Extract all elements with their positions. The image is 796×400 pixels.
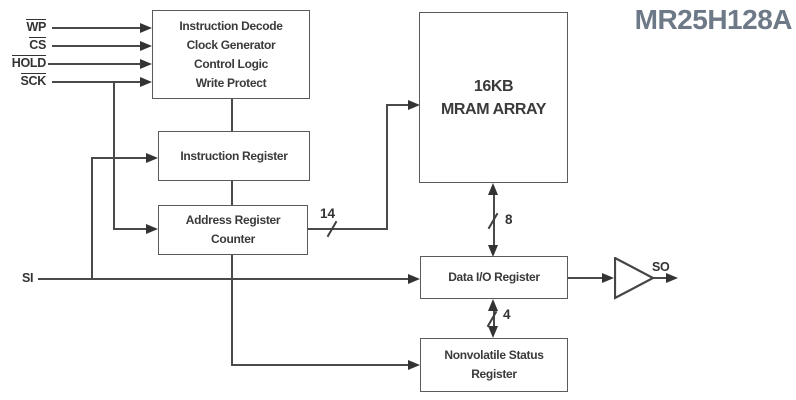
status-bus-down-arrowhead-icon xyxy=(488,326,498,338)
instruction-to-address-wire xyxy=(231,181,233,205)
address-register-input-wire xyxy=(113,228,146,230)
buffer-input-arrowhead-icon xyxy=(602,273,614,283)
sck-arrowhead-icon xyxy=(140,77,152,87)
instruction-register-arrowhead-icon xyxy=(146,153,158,163)
so-wire xyxy=(652,277,667,279)
status-register-input-wire xyxy=(231,364,408,366)
data-bus-width-label: 8 xyxy=(505,212,513,227)
data-io-input-arrowhead-icon xyxy=(408,274,420,284)
control-logic-line-3: Control Logic xyxy=(193,56,269,71)
sck-branch-wire xyxy=(113,82,115,230)
so-arrowhead-icon xyxy=(666,273,678,283)
address-bus-wire-v xyxy=(386,104,388,230)
status-bus-up-arrowhead-icon xyxy=(488,299,498,311)
si-branch-wire xyxy=(91,158,93,280)
mram-array-line-1: 16KB xyxy=(473,77,514,95)
control-logic-line-1: Instruction Decode xyxy=(179,18,283,33)
status-bus-wire xyxy=(493,309,495,329)
address-bus-wire-h xyxy=(308,228,388,230)
signal-label-cs: CS xyxy=(0,37,46,52)
hold-wire xyxy=(48,63,141,65)
address-register-arrowhead-icon xyxy=(146,224,158,234)
mram-array-block: 16KB MRAM ARRAY xyxy=(419,12,568,183)
status-register-block: Nonvolatile Status Register xyxy=(420,338,568,392)
status-register-line-2: Register xyxy=(471,367,517,381)
mram-input-wire xyxy=(386,104,408,106)
data-io-register-block: Data I/O Register xyxy=(420,256,568,299)
data-bus-up-arrowhead-icon xyxy=(488,183,498,195)
signal-label-sck: SCK xyxy=(0,73,46,88)
address-register-block: Address Register Counter xyxy=(158,205,308,255)
control-logic-line-4: Write Protect xyxy=(195,75,267,90)
instruction-register-label: Instruction Register xyxy=(180,148,288,163)
cs-overline-label: CS xyxy=(29,37,46,52)
address-to-status-wire xyxy=(231,255,233,365)
signal-label-wp: WP xyxy=(0,19,46,34)
status-bus-slash-icon xyxy=(486,310,498,328)
si-label: SI xyxy=(22,271,34,285)
instruction-register-block: Instruction Register xyxy=(158,131,310,181)
address-register-line-2: Counter xyxy=(211,232,255,246)
si-wire xyxy=(38,278,409,280)
status-bus-width-label: 4 xyxy=(503,307,511,322)
data-bus-down-arrowhead-icon xyxy=(488,245,498,257)
wp-arrowhead-icon xyxy=(140,23,152,33)
control-to-instruction-wire xyxy=(231,99,233,131)
cs-wire xyxy=(52,45,141,47)
address-bus-width-label: 14 xyxy=(320,206,336,221)
output-buffer-icon xyxy=(614,257,656,300)
mram-array-line-2: MRAM ARRAY xyxy=(440,100,547,118)
address-register-line-1: Address Register xyxy=(185,213,281,227)
cs-arrowhead-icon xyxy=(140,41,152,51)
hold-overline-label: HOLD xyxy=(11,55,46,70)
control-logic-line-2: Clock Generator xyxy=(186,37,276,52)
hold-arrowhead-icon xyxy=(140,59,152,69)
wp-overline-label: WP xyxy=(26,19,46,34)
sck-wire xyxy=(52,81,141,83)
sck-overline-label: SCK xyxy=(20,73,46,88)
signal-label-hold: HOLD xyxy=(0,55,46,70)
so-label: SO xyxy=(652,260,670,274)
instruction-register-input-wire xyxy=(91,157,146,159)
data-io-output-wire xyxy=(568,277,603,279)
status-register-line-1: Nonvolatile Status xyxy=(444,348,544,362)
status-register-arrowhead-icon xyxy=(408,360,420,370)
data-io-register-label: Data I/O Register xyxy=(448,270,540,284)
mram-arrowhead-icon xyxy=(408,100,420,110)
part-number-title: MR25H128A xyxy=(634,4,793,35)
wp-wire xyxy=(52,27,141,29)
control-logic-block: Instruction Decode Clock Generator Contr… xyxy=(152,10,310,99)
